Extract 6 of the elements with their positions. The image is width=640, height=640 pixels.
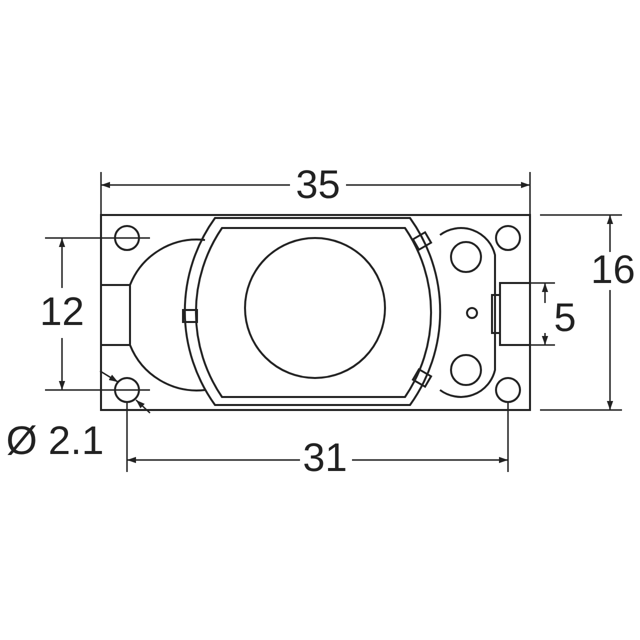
dimension-label: 31 [302,438,348,478]
dimension-label: 35 [296,165,340,205]
dimension-label: 5 [554,298,576,338]
dimension-label: Ø 2.1 [6,421,104,461]
dimension-label: 12 [40,292,84,332]
dimension-label: 16 [590,250,636,290]
